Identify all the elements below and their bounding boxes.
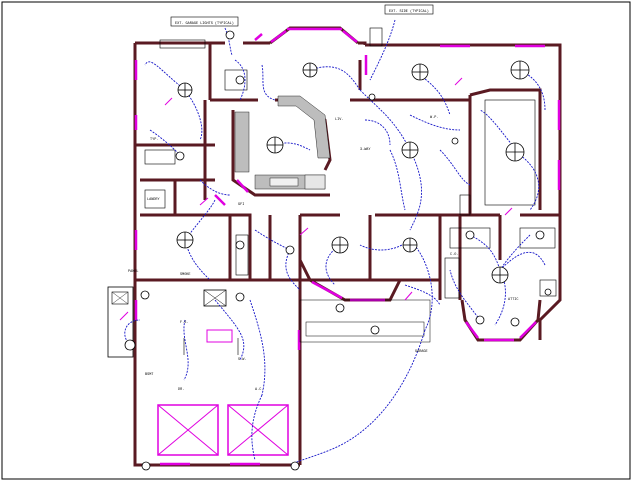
label-smoke: SMOKE xyxy=(180,273,191,277)
ceiling-light-icon xyxy=(510,60,530,80)
labels: TYP. LIV. 3-WAY GFI W.P. DR. A.C. BSMT A… xyxy=(128,116,519,392)
label-liv: LIV. xyxy=(335,118,343,122)
label-typ: TYP. xyxy=(150,138,158,142)
right-room-details xyxy=(144,27,557,299)
light-fixtures xyxy=(124,30,552,471)
label-attic: ATTIC xyxy=(508,298,519,302)
title-left-text: EXT. GARAGE LIGHTS (TYPICAL) xyxy=(175,21,234,26)
ceiling-light-icon xyxy=(141,461,151,471)
label-ac: A.C. xyxy=(255,388,263,392)
ceiling-light-icon xyxy=(335,303,345,313)
ceiling-light-icon xyxy=(175,151,185,161)
ceiling-light-icon xyxy=(235,240,245,250)
ceiling-light-icon xyxy=(370,325,380,335)
windows xyxy=(134,27,561,466)
ceiling-light-icon xyxy=(140,290,150,300)
ceiling-light-icon xyxy=(491,266,509,284)
switch-ticks xyxy=(119,77,513,321)
ceiling-light-icon xyxy=(535,230,545,240)
kitchen-cabinets xyxy=(234,95,331,190)
label-panel: PANEL xyxy=(128,270,139,274)
label-garage: GARAGE xyxy=(415,350,428,354)
ceiling-light-icon xyxy=(124,339,136,351)
label-sw: S.W. xyxy=(238,358,246,362)
title-right-text: EXT. SIDE (TYPICAL) xyxy=(389,9,429,14)
label-landry: LANDRY xyxy=(147,198,161,202)
ceiling-light-icon xyxy=(176,231,194,249)
ceiling-light-icon xyxy=(235,292,245,302)
ceiling-light-icon xyxy=(505,142,525,162)
title-block-right: EXT. SIDE (TYPICAL) xyxy=(384,4,434,15)
ceiling-light-icon xyxy=(302,62,318,78)
title-block-left: EXT. GARAGE LIGHTS (TYPICAL) xyxy=(170,16,239,27)
ceiling-light-icon xyxy=(177,82,193,98)
ceiling-light-icon xyxy=(285,245,295,255)
ceiling-light-icon xyxy=(225,30,235,40)
ceiling-light-icon xyxy=(451,137,459,145)
label-3way: 3-WAY xyxy=(360,148,371,152)
ceiling-light-icon xyxy=(368,93,376,101)
label-gfi: GFI xyxy=(238,203,244,207)
label-bsmt: BSMT xyxy=(145,373,153,377)
ceiling-light-icon xyxy=(235,75,245,85)
ceiling-light-icon xyxy=(290,461,300,471)
label-dr: DR. xyxy=(178,388,184,392)
ceiling-light-icon xyxy=(475,315,485,325)
ceiling-light-icon xyxy=(544,288,552,296)
ceiling-light-icon xyxy=(510,317,520,327)
ceiling-light-icon xyxy=(266,136,284,154)
ceiling-light-icon xyxy=(411,63,429,81)
ceiling-light-icon xyxy=(331,236,349,254)
ceiling-light-icon xyxy=(401,141,419,159)
ceiling-light-icon xyxy=(465,230,475,240)
label-fs: F.S. xyxy=(180,321,188,325)
ceiling-light-icon xyxy=(402,237,418,253)
porch xyxy=(299,299,431,343)
label-wp: W.P. xyxy=(430,116,438,120)
label-co: C.O. xyxy=(450,253,458,257)
